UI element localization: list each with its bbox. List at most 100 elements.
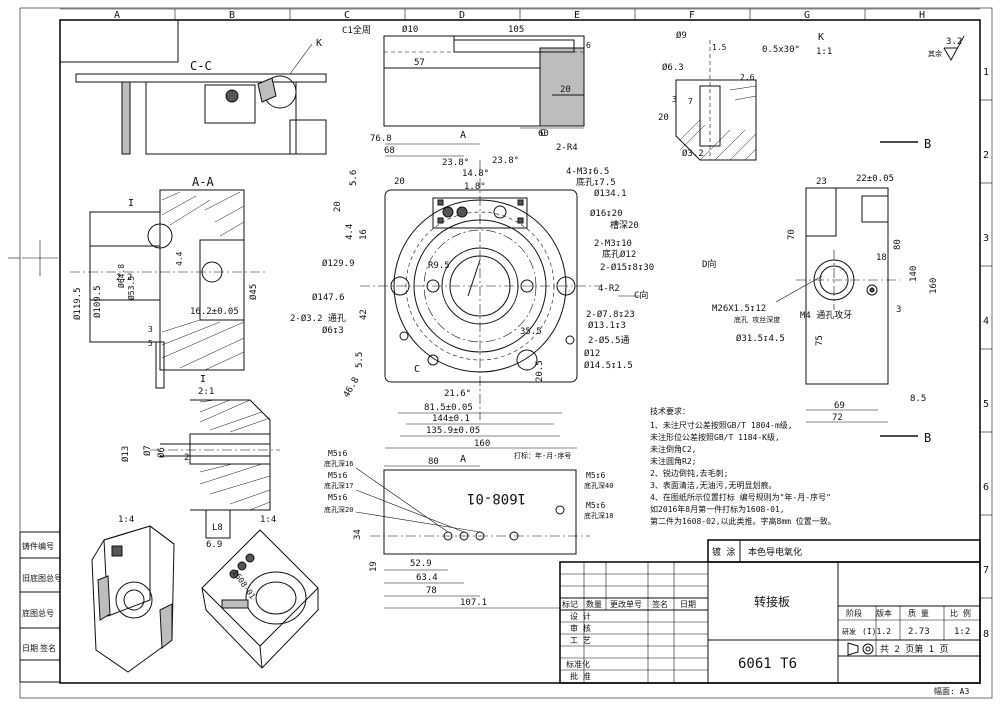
dim-hole: 2-Ø15↧8↧30 <box>600 262 654 273</box>
dim-dia: Ø12 <box>584 348 600 359</box>
col-label: H <box>919 10 925 21</box>
detail-view-i: I 2:1 Ø13 Ø7 Ø6 2 L8 6.9 <box>120 374 280 550</box>
dim-length: 72 <box>832 413 843 423</box>
row-label: 8 <box>983 629 989 640</box>
title-block: 镀 涂 本色导电氧化 标记 数量 更改单号 签名 日期 设 计 审 核 工 艺 … <box>559 539 981 696</box>
dim-small: 2.6 <box>740 73 755 82</box>
dim-hole: 2-Ø3.2 通孔 <box>290 313 346 324</box>
dim-note: 底孔深16 <box>324 459 353 468</box>
dim-small: 2 <box>184 453 189 463</box>
projection-symbol <box>847 642 874 656</box>
sign-row-label: 标准化 <box>566 659 590 669</box>
view-scale: 1:4 <box>260 515 276 525</box>
top-view: C1全周 Ø10 105 6 57 20 60 <box>342 24 591 139</box>
dim-length: 68 <box>384 146 395 156</box>
dim-angle: 23.8° <box>492 156 519 166</box>
dim-length: 69 <box>834 401 845 411</box>
dim-dia: Ø31.5↧4.5 <box>736 333 785 344</box>
dim-small: 6.9 <box>206 540 222 550</box>
tech-title: 技术要求： <box>650 406 690 416</box>
dim-thread: M5↧6 <box>328 493 347 502</box>
drawing-frame <box>8 7 993 699</box>
dim-dia: Ø109.5 <box>92 285 103 318</box>
dim-dia: Ø45 <box>248 284 259 300</box>
dim-length: 46.8 <box>342 376 362 400</box>
tech-item: 1、未注尺寸公差按照GB/T 1804-m级, <box>650 420 793 430</box>
dim-small: 4.4 <box>175 251 184 266</box>
dim-dia: Ø14.5↧1.5 <box>584 360 633 371</box>
dim-length: 57 <box>414 58 425 68</box>
view-scale: 1:1 <box>816 47 832 57</box>
row-label: 3 <box>983 233 989 244</box>
side-box-label: 底图总号 <box>22 608 54 618</box>
tech-item: 4、在图纸所示位置打标 编号规则为"年-月-序号" <box>650 492 831 502</box>
dim-thread: 4-M3↧6.5 <box>566 167 609 177</box>
dim-height: 19 <box>369 561 379 572</box>
bottom-view: A 1608-01 80 M5↧6 底孔深16 M5↧6 底孔深17 M5↧6 … <box>324 449 613 609</box>
dim-small: 5 <box>148 339 153 348</box>
dim-length: 80 <box>428 457 439 467</box>
dim-small: 2.2 <box>116 273 132 283</box>
dim-length: 60 <box>538 129 549 139</box>
dim-dia: Ø6 <box>156 447 167 458</box>
detail-label-i: I <box>128 198 134 209</box>
dim-thread: M5↧6 <box>328 471 347 480</box>
dim-length: 160 <box>474 439 490 449</box>
side-box: 铸件编号 旧底图总号 底图总号 日期 签名 <box>19 531 62 683</box>
section-view-cc: C-C K <box>75 38 327 155</box>
dim-small: 20 <box>394 177 405 187</box>
dim-dia: Ø10 <box>402 24 418 35</box>
dim-thread: M5↧6 <box>328 449 347 458</box>
dim-dia: Ø64.8 <box>116 264 126 288</box>
dim-note: 底孔深20 <box>324 505 353 514</box>
coating-label: 镀 涂 <box>712 546 735 558</box>
col-label: A <box>114 10 120 21</box>
weight-value: 2.73 <box>908 627 930 637</box>
dim-dia: Ø16↧20 <box>590 208 623 219</box>
tech-item: 第二件为1608-02,以此类推。字高8mm 位置一致。 <box>650 516 836 526</box>
dim-small: 3 <box>896 305 901 315</box>
dim-small: 18 <box>876 253 887 263</box>
dim-small: 3 <box>148 325 153 334</box>
dim-radius: 2-R4 <box>556 143 578 153</box>
dim-height: 70 <box>787 229 797 240</box>
tech-item: 未注圆角R2; <box>650 456 696 466</box>
dim-dia: Ø3.2 <box>682 148 704 159</box>
dim-length: 35.5 <box>520 327 542 337</box>
scale-value: 1:2 <box>954 627 970 637</box>
tech-item: 3、表面清洁,无油污,无明显划痕。 <box>650 480 776 490</box>
dim-hole: 2-Ø5.5通 <box>588 335 630 346</box>
dim-thread: 2-M3↧10 <box>594 239 632 249</box>
detail-view-k: K 1:1 Ø9 1.5 0.5x30° Ø6.3 2.6 20 3 7 Ø3.… <box>658 30 832 161</box>
dim-thread: M5↧6 <box>586 501 605 510</box>
dim-small: 5.6 <box>349 170 359 186</box>
view-label-k: K <box>316 38 322 49</box>
dim-small: 4.4 <box>345 224 355 240</box>
sign-row-label: 审 核 <box>570 623 591 633</box>
stage-label: 阶段 <box>846 608 862 618</box>
dim-small: 7 <box>688 97 693 106</box>
dim-note: 槽深20 <box>610 219 639 231</box>
dim-tol: 135.9±0.05 <box>426 426 480 436</box>
dim-height: 140 <box>909 266 919 282</box>
side-box-label: 旧底图总号 <box>22 573 62 583</box>
detail-label-i: I <box>200 374 206 385</box>
dim-thread: M5↧6 <box>586 471 605 480</box>
tech-item: 未注倒角C2, <box>650 444 696 454</box>
dim-tol: 144±0.1 <box>432 414 470 424</box>
dim-small: 5.5 <box>355 352 365 368</box>
side-box-label: 铸件编号 <box>22 541 54 551</box>
dim-tol: 16.2±0.05 <box>190 307 239 317</box>
dim-note: 底孔深18 <box>584 511 613 520</box>
side-box-label: 签名 <box>40 643 56 653</box>
dim-dia: Ø134.1 <box>594 188 627 199</box>
dim-chamfer: C1全周 <box>342 24 371 36</box>
dim-small: 20.5 <box>535 360 545 382</box>
mark-note: 打标：年-月-序号 <box>514 451 571 460</box>
sign-row-label: 工 艺 <box>570 636 591 645</box>
col-label: C <box>344 10 350 21</box>
dim-angle: 14.8° <box>462 169 489 179</box>
row-label: 6 <box>983 482 989 493</box>
dim-small: L8 <box>212 523 223 533</box>
dim-angle: 23.8° <box>442 158 469 168</box>
